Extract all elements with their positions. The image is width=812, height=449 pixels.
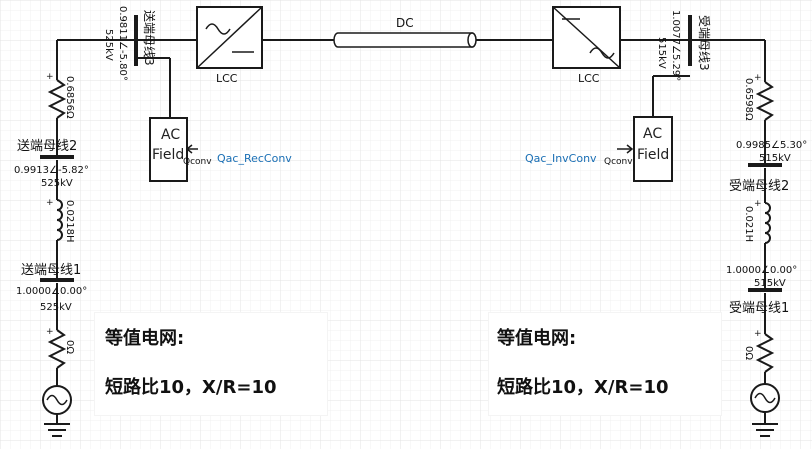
qconv-right-label: Qconv <box>604 157 633 167</box>
left-bus2-name: 送端母线2 <box>17 139 77 154</box>
ac-field-right-ac: AC <box>643 126 662 142</box>
main-wiring <box>56 39 766 118</box>
qconv-right-arrow-head <box>626 144 634 154</box>
left-bus3-name: 送端母线3 <box>142 10 157 66</box>
right-r1-value: 0.6598Ω <box>743 78 754 121</box>
left-bus1-kv: 525kV <box>40 302 72 313</box>
right-bus1-value: 1.0000∠0.00° <box>726 265 797 276</box>
note-left-line1: 等值电网: <box>105 328 185 349</box>
qconv-left-arrow-head <box>185 144 193 154</box>
left-bus1-value: 1.0000∠0.00° <box>16 286 87 297</box>
left-bus3-value: 0.9811∠-5.80° <box>117 6 128 81</box>
note-box-right <box>488 312 722 416</box>
right-bus3-kv: 515kV <box>656 37 667 69</box>
right-bus3-value: 1.0077∠5.29° <box>670 10 681 81</box>
ground-left <box>44 423 70 437</box>
dc-line[interactable] <box>333 32 477 48</box>
left-bus1-name: 送端母线1 <box>21 263 81 278</box>
plus-marker: + <box>754 329 762 339</box>
right-bus2-kv: 515kV <box>759 153 791 164</box>
left-chain-wires <box>47 70 67 424</box>
ac-source-left[interactable] <box>42 385 72 415</box>
ac-field-left-field: Field <box>152 147 184 163</box>
right-bus1-kv: 515kV <box>754 278 786 289</box>
note-left-line2: 短路比10，X/R=10 <box>105 377 277 398</box>
signal-right-label[interactable]: Qac_InvConv <box>525 152 597 165</box>
lcc-left[interactable] <box>196 6 263 69</box>
right-bus3-name: 受端母线3 <box>697 15 711 71</box>
right-bus1-name: 受端母线1 <box>729 301 789 316</box>
right-chain-wires <box>755 72 775 424</box>
bus-bars <box>40 15 782 292</box>
plus-marker: + <box>754 199 762 209</box>
note-right-line2: 短路比10，X/R=10 <box>497 377 669 398</box>
ac-field-left-box[interactable] <box>149 117 188 182</box>
left-bus2-kv: 525kV <box>41 178 73 189</box>
ac-source-right[interactable] <box>750 383 780 413</box>
left-bus2-value: 0.9913∠-5.82° <box>14 165 89 176</box>
note-box-left <box>94 312 328 416</box>
left-r0-value: 0Ω <box>64 340 75 354</box>
dc-label: DC <box>396 16 414 30</box>
right-r0-value: 0Ω <box>743 346 754 360</box>
signal-left-label[interactable]: Qac_RecConv <box>217 152 292 165</box>
plus-marker: + <box>754 73 762 83</box>
ac-field-right-box[interactable] <box>633 116 673 182</box>
plus-marker: + <box>46 72 54 82</box>
plus-marker: + <box>46 198 54 208</box>
plus-marker: + <box>46 327 54 337</box>
left-bus3-kv: 525kV <box>103 29 114 61</box>
right-bus2-value: 0.9985∠5.30° <box>736 140 807 151</box>
lcc-left-label: LCC <box>216 72 238 85</box>
ac-field-right-field: Field <box>637 147 669 163</box>
right-bus2-name: 受端母线2 <box>729 179 789 194</box>
right-l1-value: 0.021H <box>743 206 754 242</box>
lcc-right-label: LCC <box>578 72 600 85</box>
note-right-line1: 等值电网: <box>497 328 577 349</box>
ac-field-left-ac: AC <box>161 127 180 143</box>
ground-right <box>752 423 778 437</box>
qconv-left-label: Qconv <box>183 157 212 167</box>
lcc-right[interactable] <box>552 6 621 69</box>
left-l1-value: 0.0218H <box>64 200 75 243</box>
left-r1-value: 0.6856Ω <box>64 76 75 119</box>
